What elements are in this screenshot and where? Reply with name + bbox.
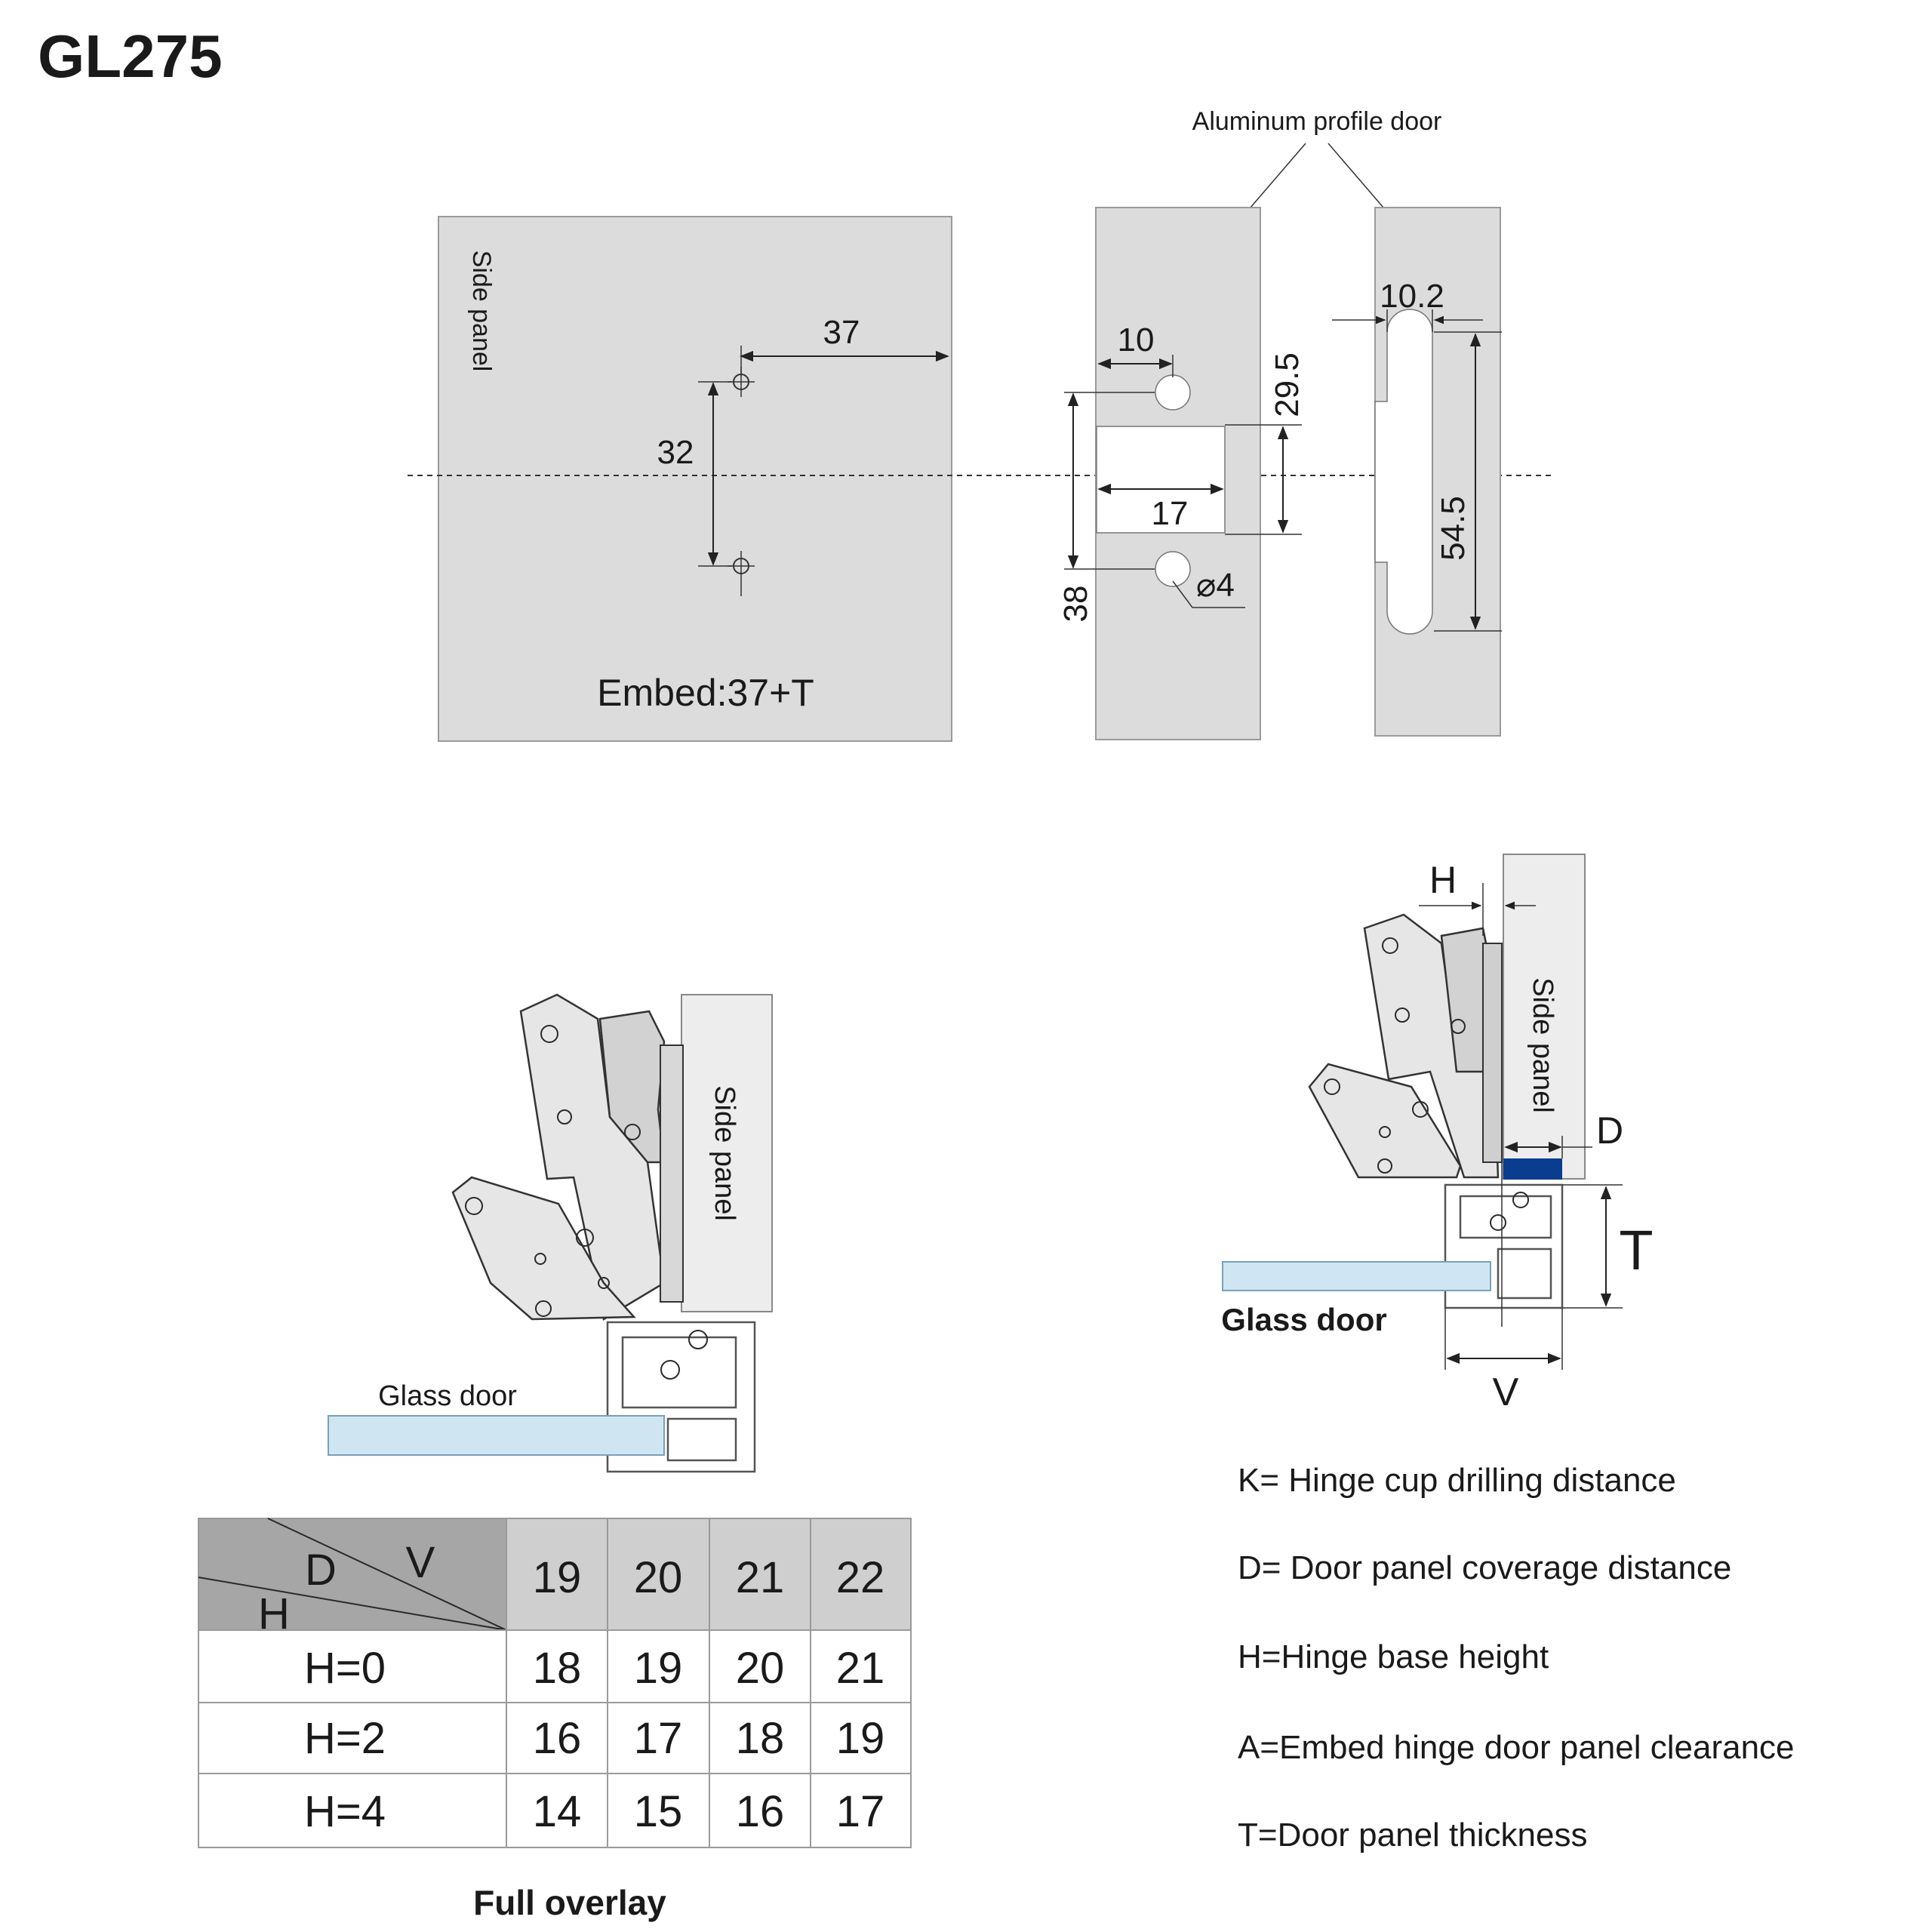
table-corner-cell [198, 1518, 507, 1631]
legend-item: T=Door panel thickness [1238, 1817, 1587, 1854]
side-panel-label-right: Side panel [1527, 977, 1558, 1113]
h-dimension-label: H [1429, 859, 1457, 901]
hinge-cup-cutout [1096, 426, 1226, 534]
legend-item: H=Hinge base height [1238, 1638, 1549, 1675]
side-panel-label-left: Side panel [709, 1085, 740, 1221]
dimension-32: 32 [657, 434, 694, 471]
dimension-29-5: 29.5 [1269, 352, 1306, 417]
product-title: GL275 [38, 23, 223, 90]
hinge-view-left: Side panel Glass door [328, 993, 773, 1473]
drilling-diagram: Side panel 37 32 Embed:37+T [408, 216, 1555, 742]
table-cell: 18 [533, 1644, 582, 1693]
legend: K= Hinge cup drilling distance D= Door p… [1238, 1462, 1795, 1854]
hinge-arm-upper [519, 993, 666, 1321]
column-header: 22 [836, 1553, 885, 1602]
glass-door-panel-left [328, 1415, 665, 1456]
overlay-table: D V H 19 20 21 22 H=0 18 19 20 21 H=2 16… [198, 1518, 912, 1922]
screw-hole-bottom [728, 551, 755, 596]
dimension-diameter-4: ⌀4 [1196, 567, 1235, 604]
dimension-54-5: 54.5 [1435, 496, 1472, 561]
table-caption: Full overlay [473, 1883, 666, 1922]
side-panel-block [681, 994, 773, 1312]
glass-door-label-left: Glass door [378, 1380, 517, 1412]
table-cell: 19 [836, 1714, 885, 1763]
dimension-10: 10 [1118, 321, 1155, 358]
d-dimension-label: D [1596, 1109, 1623, 1152]
side-panel-block-right [1503, 854, 1586, 1180]
table-cell: 14 [533, 1787, 582, 1836]
column-header: 19 [533, 1553, 582, 1602]
aluminum-profile-callout: Aluminum profile door [1192, 107, 1442, 136]
fixing-hole-bottom [1155, 551, 1191, 587]
dimension-38: 38 [1057, 586, 1094, 623]
table-cell: 19 [634, 1644, 683, 1693]
embed-formula: Embed:37+T [597, 672, 814, 714]
side-panel-plate [438, 216, 952, 742]
dimension-17: 17 [1152, 495, 1189, 532]
dimension-10-2: 10.2 [1380, 278, 1444, 315]
table-cell: 16 [533, 1714, 582, 1763]
v-dimension-label: V [1493, 1371, 1519, 1414]
aluminum-profile-diagram: Aluminum profile door 10 29.5 17 38 ⌀4 [1057, 107, 1502, 740]
row-label: H=4 [304, 1787, 386, 1836]
hinge-arm-lower [451, 1176, 636, 1321]
table-cell: 17 [634, 1714, 683, 1763]
dimension-37: 37 [823, 314, 860, 351]
column-header: 21 [736, 1553, 785, 1602]
table-corner-v: V [406, 1538, 435, 1587]
legend-item: D= Door panel coverage distance [1238, 1549, 1731, 1586]
glass-door-label-right: Glass door [1221, 1302, 1386, 1337]
hinge-view-right: Side panel Glass door H D T V [1221, 854, 1654, 1414]
door-coverage-band [1503, 1158, 1562, 1180]
side-panel-label: Side panel [467, 251, 496, 372]
legend-item: K= Hinge cup drilling distance [1238, 1462, 1676, 1499]
fixing-hole-top [1155, 374, 1191, 411]
table-cell: 15 [634, 1787, 683, 1836]
slot-channel [1374, 309, 1433, 635]
table-cell: 21 [836, 1644, 885, 1693]
table-cell: 20 [736, 1644, 785, 1693]
table-cell: 16 [736, 1787, 785, 1836]
table-cell: 18 [736, 1714, 785, 1763]
table-cell: 17 [836, 1787, 885, 1836]
hinge-base-right [1482, 943, 1503, 1163]
row-label: H=2 [304, 1714, 386, 1763]
column-header: 20 [634, 1553, 683, 1602]
hinge-mounting-plate [660, 1044, 684, 1303]
glass-door-panel-right [1222, 1261, 1491, 1291]
hinge-arm-lower-right [1308, 1063, 1462, 1179]
legend-item: A=Embed hinge door panel clearance [1238, 1729, 1795, 1766]
table-corner-d: D [305, 1546, 337, 1595]
t-dimension-label: T [1619, 1219, 1653, 1281]
row-label: H=0 [304, 1644, 386, 1693]
